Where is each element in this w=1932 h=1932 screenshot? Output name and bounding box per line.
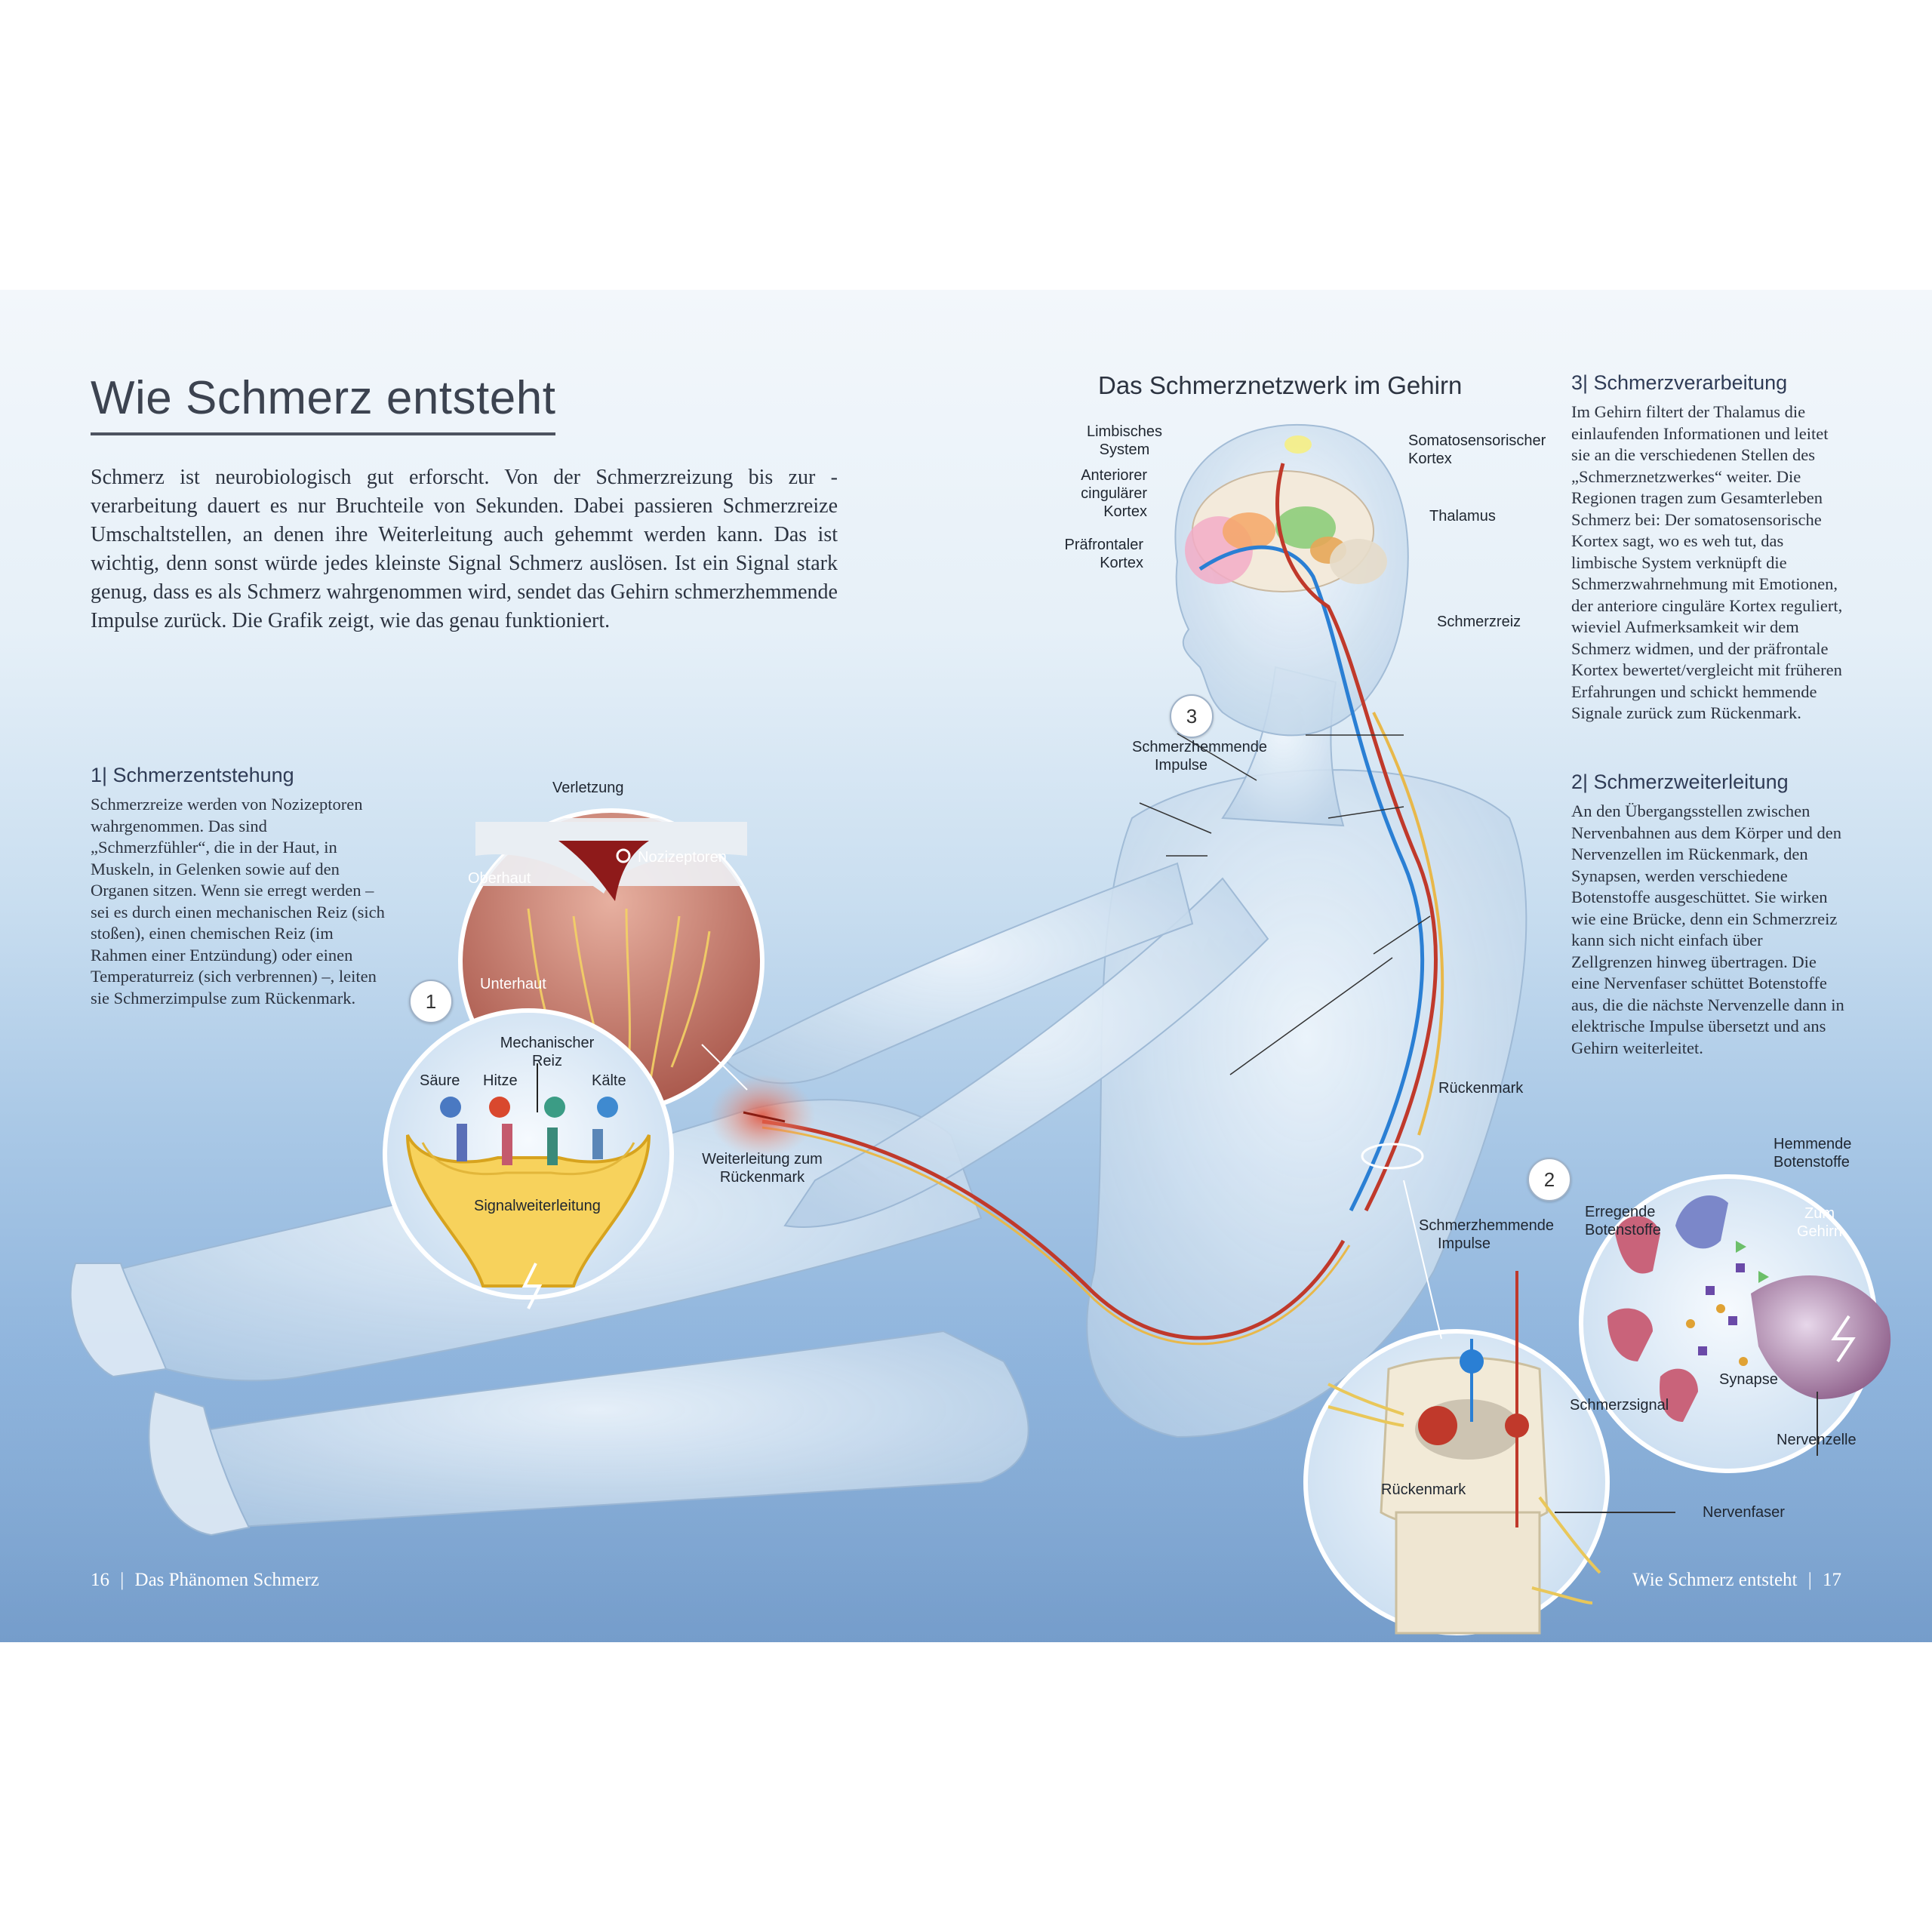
- human-figure: [69, 424, 1527, 1537]
- label-unterhaut: Unterhaut: [480, 976, 546, 992]
- badge-2: 2: [1527, 1158, 1571, 1201]
- section-2-title: 2| Schmerzweiterleitung: [1571, 771, 1789, 793]
- section-2-body: An den Übergangsstellen zwischen Nervenb…: [1571, 801, 1844, 1057]
- page-number-left: 16: [91, 1570, 109, 1590]
- footer-separator: |: [120, 1570, 125, 1590]
- label-nervenzelle: Nervenzelle: [1777, 1432, 1857, 1448]
- label-rueckenmark-top: Rückenmark: [1438, 1080, 1524, 1097]
- label-schmerzsignal: Schmerzsignal: [1570, 1397, 1669, 1414]
- label-nervenfaser: Nervenfaser: [1703, 1504, 1785, 1521]
- brain-diagram-title: Das Schmerznetzwerk im Gehirn: [1098, 371, 1463, 399]
- spinal-cord-lens: [1303, 1271, 1610, 1635]
- intro-paragraph: Schmerz ist neurobiologisch gut erforsch…: [91, 466, 838, 632]
- label-nozizeptoren: Nozizeptoren: [638, 849, 727, 866]
- footer-right-text: Wie Schmerz entsteht: [1632, 1570, 1798, 1590]
- label-mechanischer-reiz: Mechanischer Reiz: [500, 1035, 595, 1069]
- label-erregende-botenstoffe: Erregende Botenstoffe: [1585, 1204, 1661, 1238]
- badge-3: 3: [1170, 694, 1214, 738]
- synapse-lens: [1579, 1174, 1891, 1473]
- section-3-body: Im Gehirn filtert der Thalamus die einla…: [1571, 402, 1843, 722]
- section-3-title: 3| Schmerzverarbeitung: [1571, 371, 1788, 394]
- label-weiterleitung: Weiterleitung zum Rückenmark: [702, 1151, 823, 1186]
- footer-left: 16 | Das Phänomen Schmerz: [91, 1570, 319, 1591]
- label-thalamus: Thalamus: [1429, 508, 1496, 525]
- label-hitze: Hitze: [483, 1072, 518, 1089]
- receptor-detail-lens: [383, 1008, 674, 1309]
- book-spread: Wie Schmerz entsteht Schmerz ist neurobi…: [0, 290, 1932, 1642]
- page-number-right: 17: [1823, 1570, 1841, 1590]
- page-title: Wie Schmerz entsteht: [91, 371, 556, 435]
- label-spine-hemmende-impulse: Schmerzhemmende Impulse: [1419, 1217, 1554, 1252]
- label-somatosensory-cortex: Somatosensorischer Kortex: [1408, 432, 1546, 467]
- label-hemmende-impulse: Schmerzhemmende Impulse: [1132, 739, 1267, 774]
- footer-left-text: Das Phänomen Schmerz: [134, 1570, 319, 1590]
- label-kaelte: Kälte: [592, 1072, 626, 1089]
- badge-1: 1: [409, 980, 453, 1023]
- label-rueckenmark: Rückenmark: [1381, 1481, 1466, 1498]
- footer-right: Wie Schmerz entsteht | 17: [1632, 1570, 1841, 1591]
- section-1-title: 1| Schmerzentstehung: [91, 764, 294, 786]
- anatomy-illustration: [0, 424, 1932, 1642]
- label-limbic-system: Limbisches System: [1086, 423, 1163, 458]
- section-1-body: Schmerzreize werden von Nozizeptoren wah…: [91, 795, 385, 1008]
- label-zum-gehirn: Zum Gehirn: [1796, 1205, 1843, 1240]
- label-synapse: Synapse: [1719, 1371, 1778, 1388]
- label-hemmende-botenstoffe: Hemmende Botenstoffe: [1774, 1136, 1852, 1171]
- label-saeure: Säure: [420, 1072, 460, 1089]
- label-verletzung: Verletzung: [552, 780, 624, 796]
- label-anterior-cingulate: Anteriorer cingulärer Kortex: [1081, 467, 1147, 520]
- label-schmerzreiz: Schmerzreiz: [1437, 614, 1521, 630]
- label-signalweiterleitung: Signalweiterleitung: [474, 1198, 601, 1214]
- label-oberhaut: Oberhaut: [468, 870, 531, 887]
- footer-separator: |: [1807, 1570, 1812, 1590]
- label-prefrontal-cortex: Präfrontaler Kortex: [1064, 537, 1144, 571]
